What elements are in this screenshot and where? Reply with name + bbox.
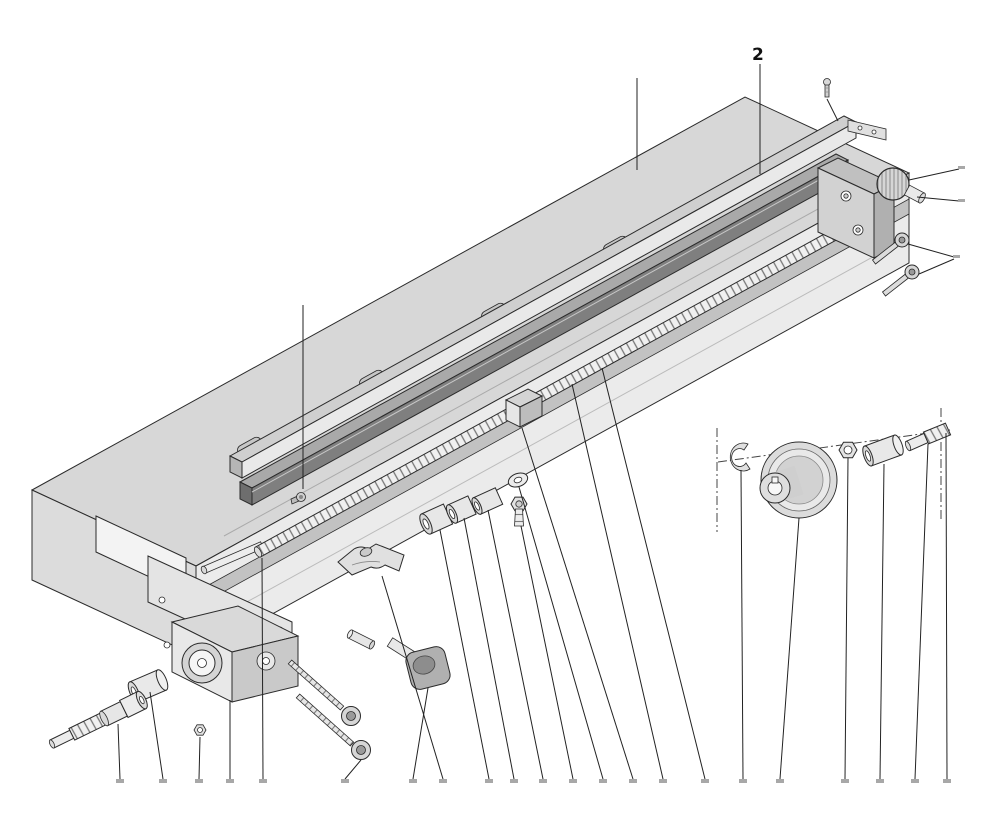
cap-screw-1	[871, 232, 910, 265]
oiler-pin	[290, 492, 306, 505]
threaded-stud	[904, 422, 952, 452]
hex-bolt	[510, 496, 528, 527]
cover-rail	[228, 115, 887, 479]
knurled-knob	[876, 167, 926, 204]
callout-2-label: 2	[752, 45, 764, 65]
halfnut-clamp	[337, 543, 405, 576]
cap-screw-2	[881, 264, 920, 297]
leadscrew-nut-block	[504, 388, 544, 428]
handwheel-pulley	[759, 441, 838, 519]
set-screw	[823, 78, 831, 98]
socket-head-screw-2	[295, 693, 371, 760]
hex-nut	[838, 441, 858, 459]
spacer-bushing-3	[471, 487, 504, 515]
callout-ticks	[116, 166, 965, 783]
spacer-bushing-1	[419, 503, 454, 535]
socket-head-screw-1	[287, 659, 361, 726]
spacer-bushing-2	[445, 495, 477, 524]
drive-shaft	[48, 690, 148, 749]
locking-knob	[386, 637, 451, 690]
retaining-ring	[729, 442, 751, 472]
apron-block	[170, 605, 300, 703]
bearing-block	[816, 157, 896, 259]
guide-pin	[346, 629, 376, 650]
thrust-washer	[507, 472, 529, 488]
leader-lines	[117, 64, 960, 780]
shaft-bushing	[862, 434, 904, 467]
lock-nut	[193, 724, 207, 736]
